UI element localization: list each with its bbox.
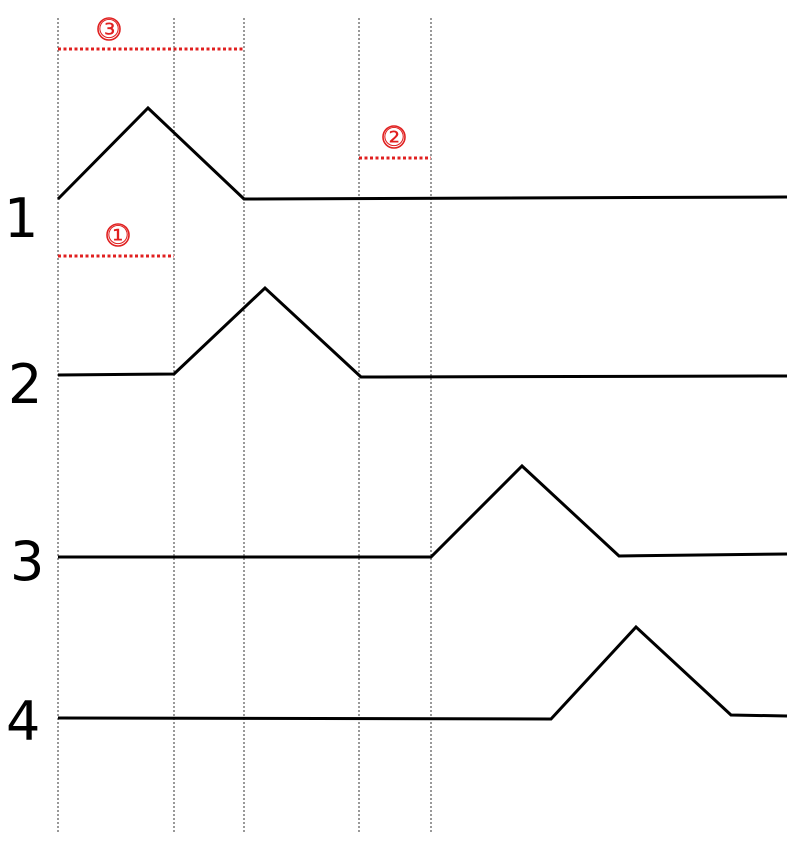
annotation-3-circle — [97, 17, 121, 41]
row-label-2: 2 — [8, 353, 42, 416]
row-label-3: 3 — [10, 530, 44, 593]
waveform-2 — [57, 285, 788, 379]
row-labels: 1 2 3 4 — [4, 187, 44, 753]
annotation-1-label: ① — [106, 221, 129, 251]
waveform-3 — [58, 463, 788, 559]
annotations: ③ ② ① — [58, 15, 431, 258]
waveforms — [56, 105, 788, 721]
annotation-2-label: ② — [382, 123, 405, 153]
waveform-1 — [56, 105, 788, 201]
annotation-1: ① — [58, 221, 174, 258]
annotation-2: ② — [359, 123, 431, 160]
annotation-3-label: ③ — [97, 15, 120, 45]
annotation-3: ③ — [58, 15, 244, 51]
row-label-4: 4 — [6, 690, 40, 753]
guide-lines — [57, 18, 432, 834]
waveform-4 — [57, 624, 788, 721]
row-label-1: 1 — [4, 187, 38, 250]
annotation-1-circle — [106, 223, 130, 247]
annotation-2-circle — [382, 125, 406, 149]
